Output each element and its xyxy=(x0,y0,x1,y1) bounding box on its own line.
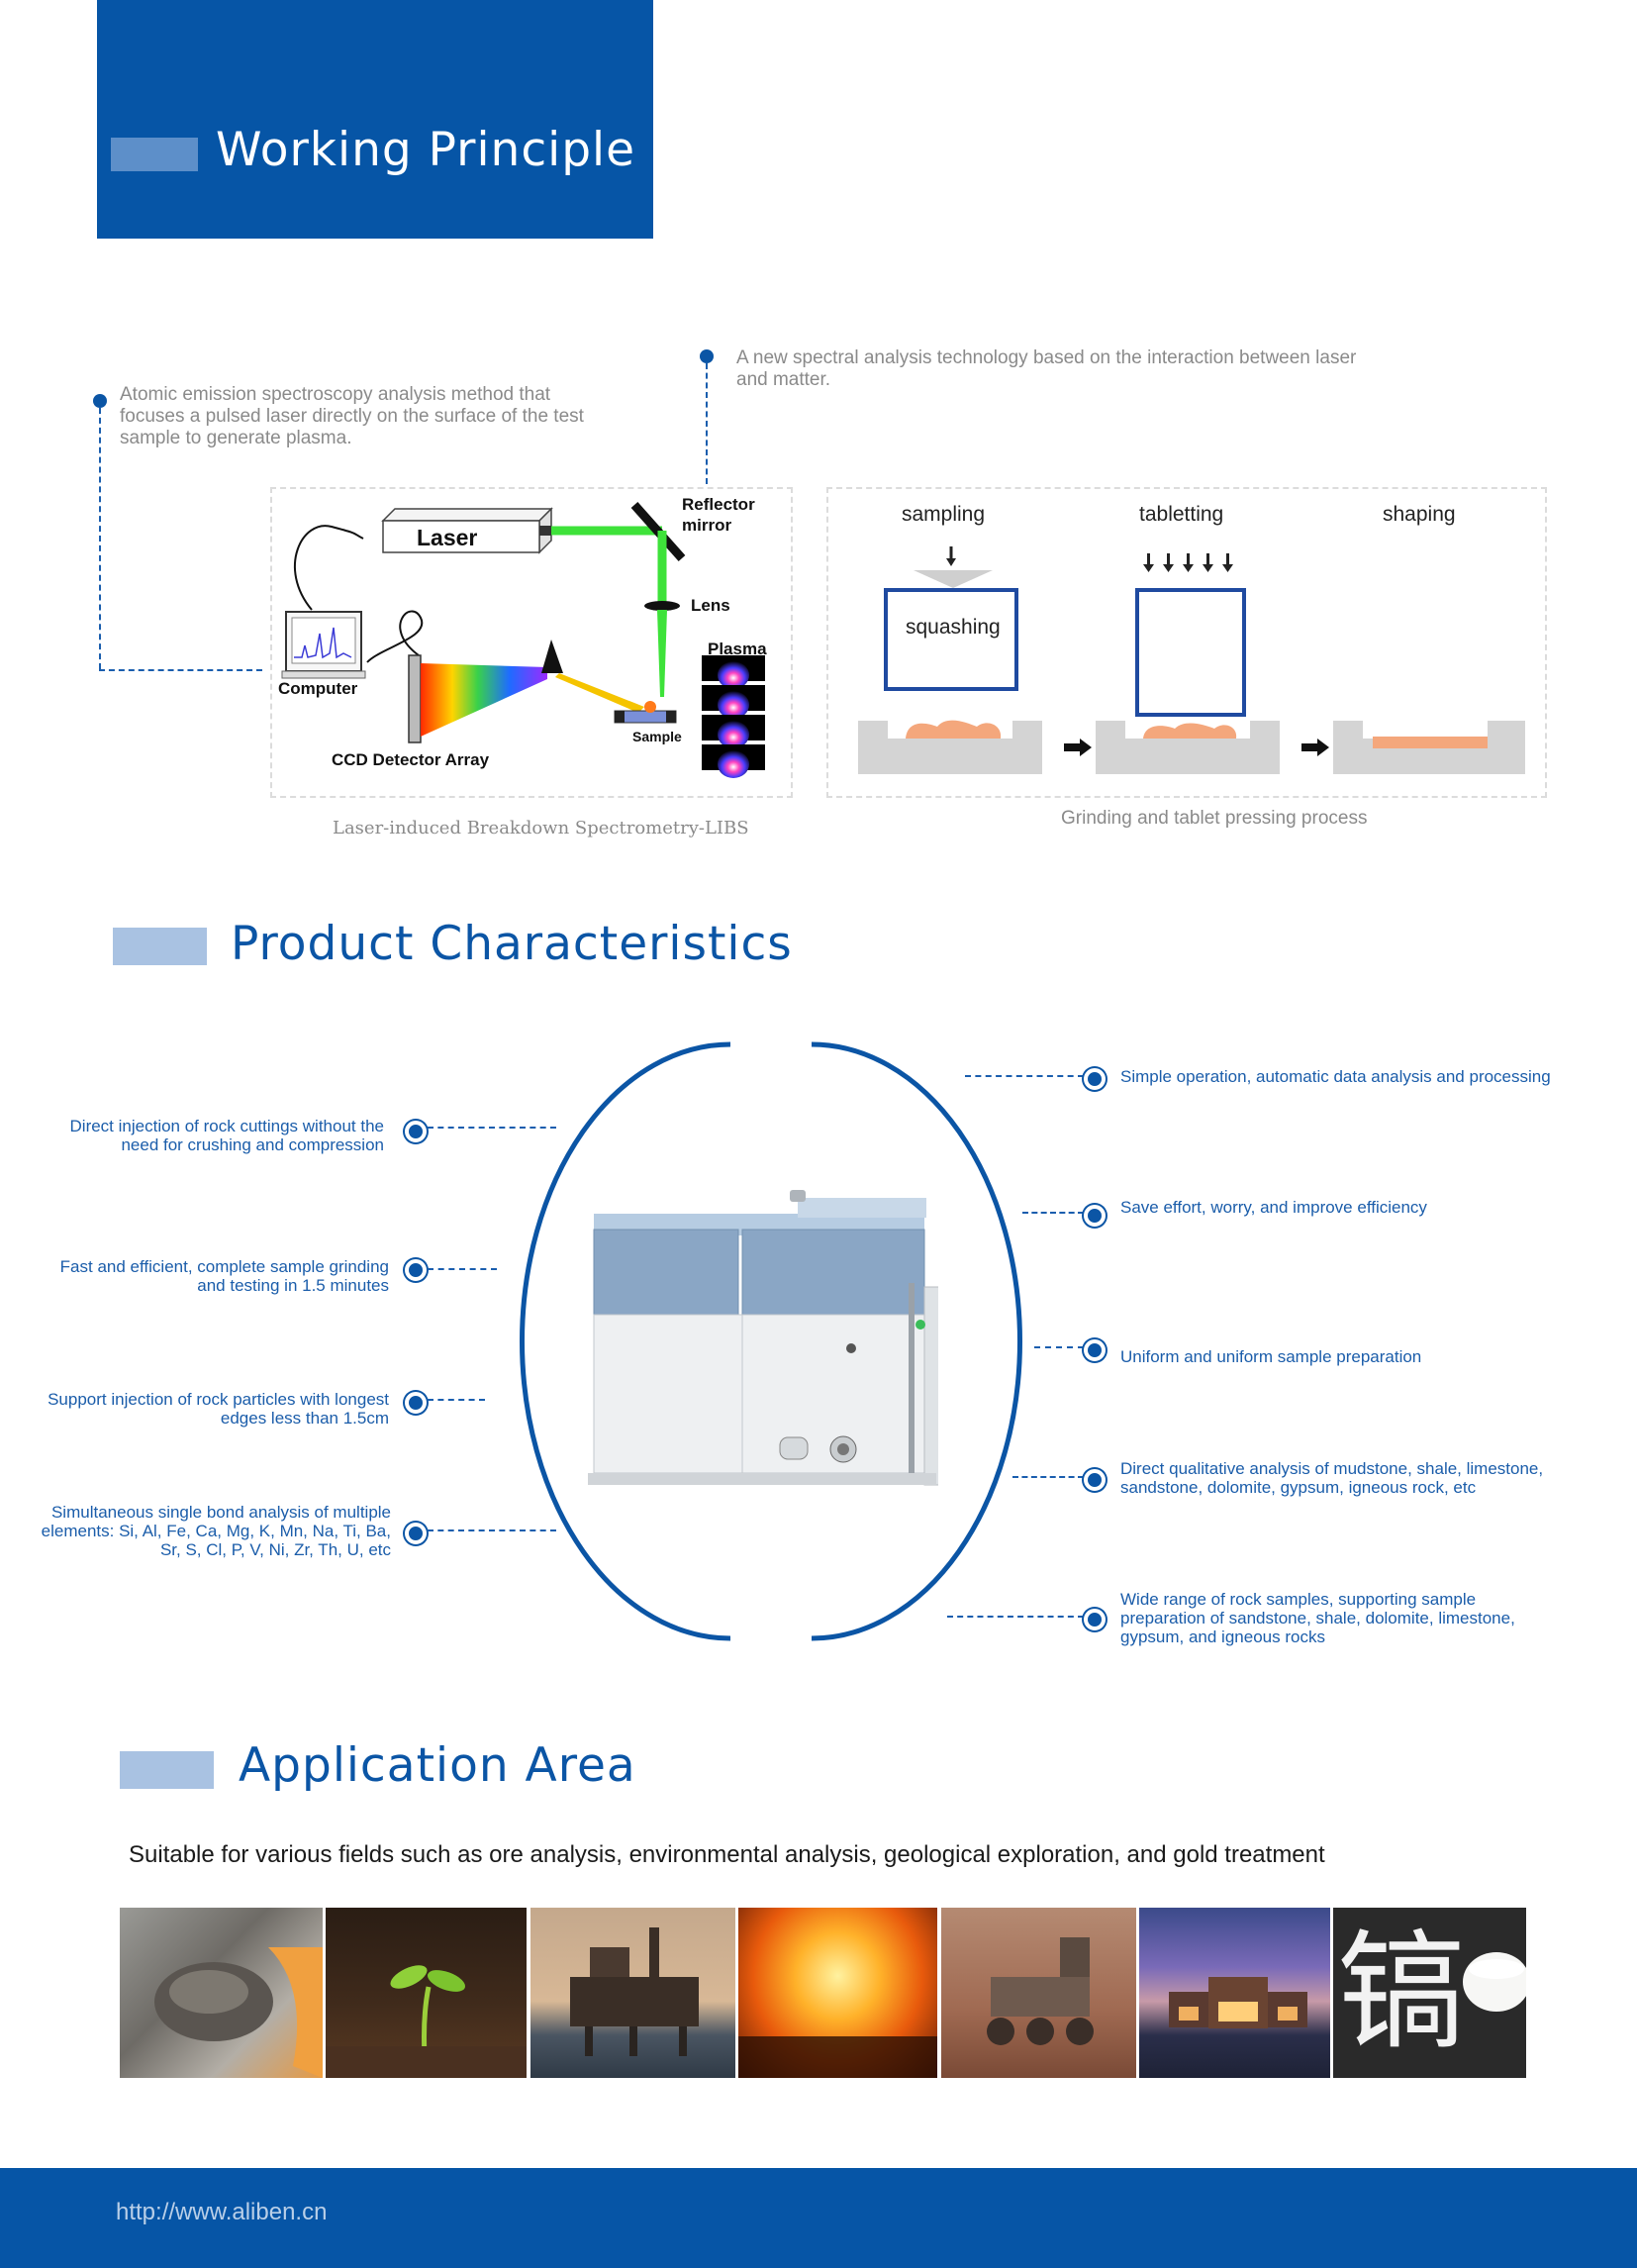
application-area-title: Application Area xyxy=(239,1738,636,1793)
feature-left-1-dot xyxy=(405,1121,427,1142)
feature-right-4: Direct qualitative analysis of mudstone,… xyxy=(1120,1459,1544,1497)
product-characteristics-title: Product Characteristics xyxy=(231,917,793,971)
application-image-furnace xyxy=(738,1908,937,2078)
product-frame-arcs xyxy=(519,1041,1023,1641)
lens-icon xyxy=(644,601,680,611)
note-right-text: A new spectral analysis technology based… xyxy=(736,347,1357,390)
feature-left-3: Support injection of rock particles with… xyxy=(48,1390,389,1428)
spectrum-fan xyxy=(421,663,547,737)
feature-left-4-dot xyxy=(405,1523,427,1544)
libs-diagram xyxy=(281,502,765,778)
instrument-illustration xyxy=(588,1190,943,1486)
libs-diagram-panel: Laser Reflector mirror Lens Plasma Compu… xyxy=(270,487,793,798)
feature-left-1: Direct injection of rock cuttings withou… xyxy=(69,1117,384,1154)
feature-right-3: Uniform and uniform sample preparation xyxy=(1120,1347,1422,1366)
feature-right-2-dot xyxy=(1084,1205,1106,1227)
feature-right-1: Simple operation, automatic data analysi… xyxy=(1120,1067,1551,1086)
plasma-label: Plasma xyxy=(708,640,767,658)
prism-icon xyxy=(541,640,563,673)
mirror-label: mirror xyxy=(682,516,732,535)
process-diagram xyxy=(858,546,1525,774)
feature-right-2-connector xyxy=(1022,1212,1084,1214)
application-area-accent xyxy=(120,1751,214,1789)
feature-right-5-connector xyxy=(947,1616,1084,1618)
feature-left-3-dot xyxy=(405,1392,427,1414)
product-machine-image xyxy=(582,1188,943,1490)
lens-label: Lens xyxy=(691,596,730,615)
feature-left-4-connector xyxy=(428,1529,556,1531)
product-characteristics-accent xyxy=(113,928,207,965)
feature-left-2-dot xyxy=(405,1259,427,1281)
squashing-label: squashing xyxy=(906,616,1001,639)
working-principle-title: Working Principle xyxy=(216,123,636,177)
feature-right-5: Wide range of rock samples, supporting s… xyxy=(1120,1590,1515,1646)
ccd-label: CCD Detector Array xyxy=(332,750,490,769)
application-image-sprout xyxy=(326,1908,527,2078)
feature-left-3-connector xyxy=(428,1399,485,1401)
feature-right-4-dot xyxy=(1084,1469,1106,1491)
process-caption: Grinding and tablet pressing process xyxy=(1061,808,1368,829)
tabletting-press-box xyxy=(1135,588,1246,717)
footer-bar xyxy=(0,2168,1637,2268)
feature-right-1-connector xyxy=(965,1075,1084,1077)
application-image-rice-character: 镐 xyxy=(1333,1908,1526,2078)
feature-right-4-connector xyxy=(1012,1476,1084,1478)
feature-right-2: Save effort, worry, and improve efficien… xyxy=(1120,1198,1427,1217)
rice-character: 镐 xyxy=(1337,1917,1467,2067)
feature-right-3-connector xyxy=(1034,1346,1084,1348)
note-right-bullet xyxy=(700,349,714,363)
laser-label: Laser xyxy=(417,525,478,550)
note-left-connector-h xyxy=(99,669,262,671)
header-accent-bar xyxy=(111,138,198,171)
computer-icon xyxy=(281,611,366,679)
feature-right-1-dot xyxy=(1084,1068,1106,1090)
plasma-images xyxy=(702,655,765,778)
note-left-bullet xyxy=(93,394,107,408)
feature-right-3-dot xyxy=(1084,1339,1106,1361)
laser-box-icon xyxy=(381,507,553,554)
feature-left-2-connector xyxy=(428,1268,497,1270)
feature-left-4: Simultaneous single bond analysis of mul… xyxy=(41,1503,391,1559)
feature-right-5-dot xyxy=(1084,1609,1106,1630)
feature-left-1-connector xyxy=(428,1127,556,1129)
reflector-label: Reflector xyxy=(682,495,755,514)
application-image-ore xyxy=(120,1908,323,2078)
application-image-oil-platform xyxy=(530,1908,735,2078)
note-right-connector xyxy=(706,363,708,484)
footer-website-link[interactable]: http://www.aliben.cn xyxy=(116,2199,328,2225)
note-left-connector xyxy=(99,408,101,669)
process-diagram-panel: sampling tabletting shaping squashing xyxy=(826,487,1547,798)
step-tabletting: tabletting xyxy=(1139,503,1224,526)
note-left-text: Atomic emission spectroscopy analysis me… xyxy=(120,384,584,448)
libs-caption: Laser-induced Breakdown Spectrometry-LIB… xyxy=(333,818,749,838)
sample-label: Sample xyxy=(632,729,682,744)
computer-label: Computer xyxy=(278,679,358,698)
feature-left-2: Fast and efficient, complete sample grin… xyxy=(59,1257,389,1295)
step-shaping: shaping xyxy=(1383,503,1456,526)
step-sampling: sampling xyxy=(902,503,986,526)
application-description: Suitable for various fields such as ore … xyxy=(129,1841,1325,1868)
squashing-press-box xyxy=(884,588,1018,691)
application-image-building xyxy=(1139,1908,1330,2078)
section-header-banner xyxy=(97,0,653,239)
ccd-detector-icon xyxy=(408,654,422,743)
application-image-rover xyxy=(941,1908,1136,2078)
